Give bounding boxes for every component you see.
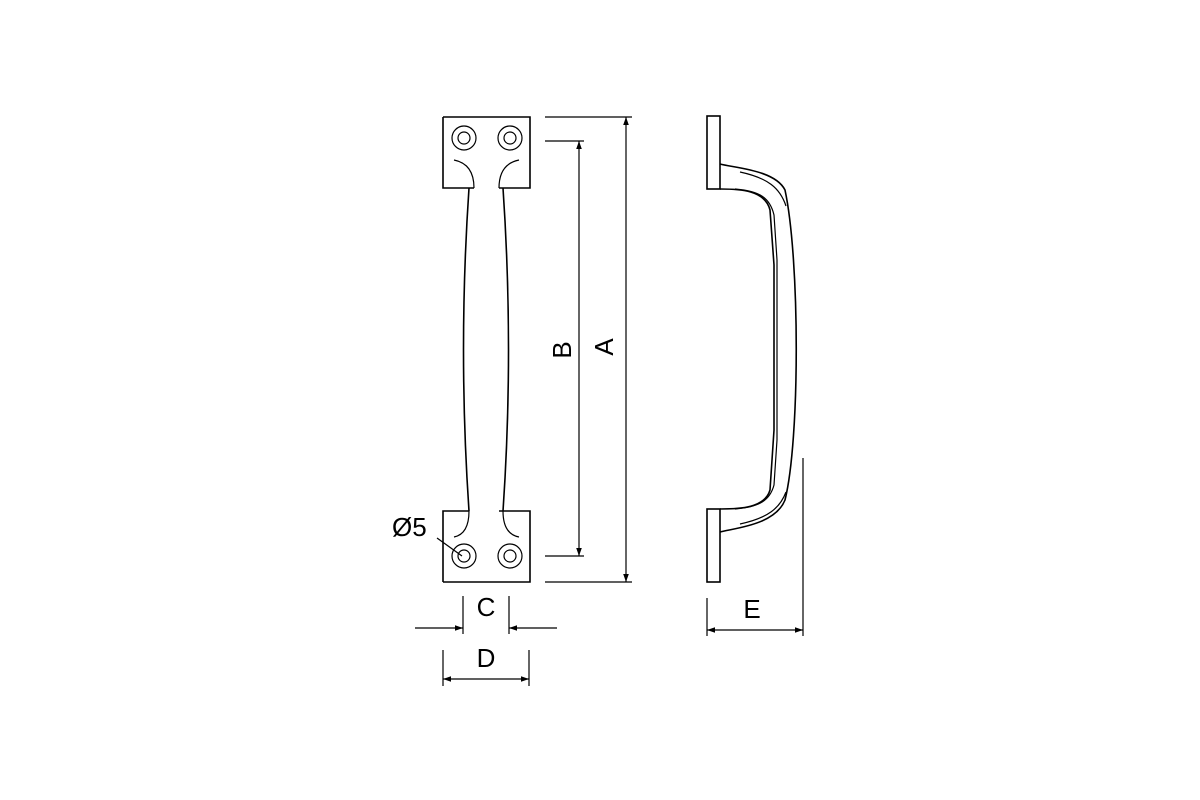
front-view: Ø5 xyxy=(392,116,531,583)
dimension-a-label: A xyxy=(589,338,619,356)
dimension-c-label: C xyxy=(477,592,496,622)
dimension-d-label: D xyxy=(477,643,496,673)
grip-left-edge xyxy=(462,187,470,512)
dimension-e: E xyxy=(706,458,804,636)
bottom-right-screw-hole-icon xyxy=(497,543,523,569)
bottom-mounting-plate xyxy=(442,510,531,583)
side-bottom-plate xyxy=(706,508,721,583)
side-view xyxy=(706,115,798,583)
dimension-e-label: E xyxy=(743,594,760,624)
side-inner-curve xyxy=(719,188,775,510)
dimension-c: C xyxy=(415,592,557,634)
top-mounting-plate xyxy=(442,116,531,189)
hole-diameter-label: Ø5 xyxy=(392,512,427,542)
dimension-a-b: B A xyxy=(545,116,632,583)
hole-leader-line xyxy=(436,537,463,557)
dimension-d: D xyxy=(442,643,530,686)
dimension-b-label: B xyxy=(547,341,577,358)
top-left-screw-hole-icon xyxy=(451,125,477,151)
side-top-plate xyxy=(706,115,721,190)
top-right-screw-hole-icon xyxy=(497,125,523,151)
bottom-left-screw-hole-icon xyxy=(451,543,477,569)
grip-right-edge xyxy=(502,187,510,512)
side-outer-curve xyxy=(719,163,798,533)
